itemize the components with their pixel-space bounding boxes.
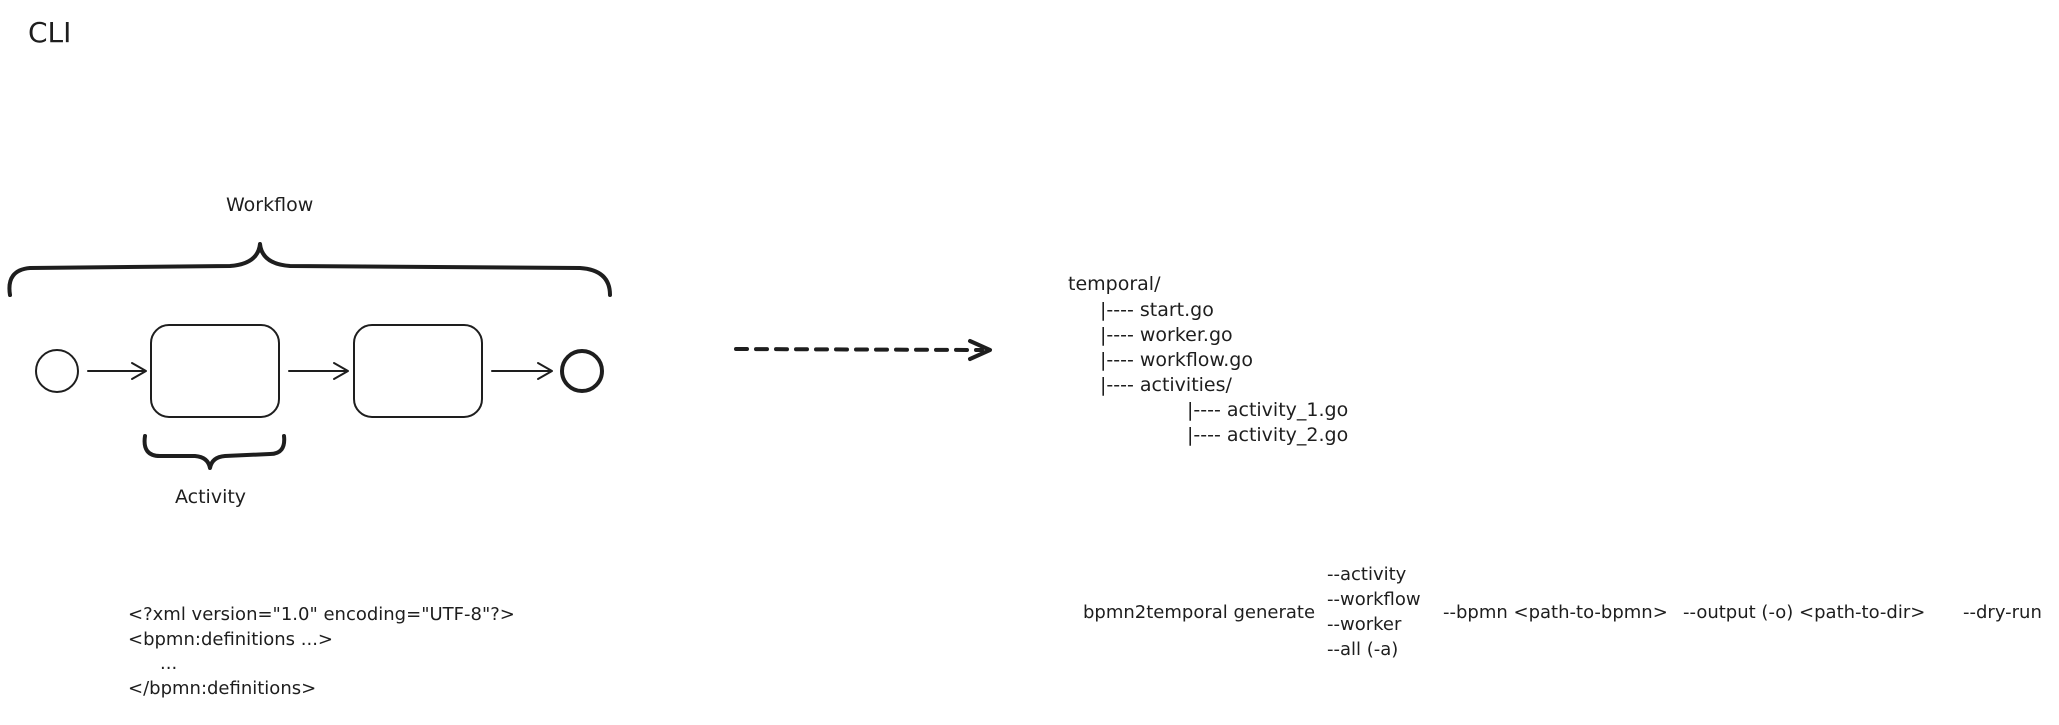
flow-arrowhead-1 (131, 362, 147, 380)
xml-line-open-definitions: <bpmn:definitions ...> (128, 629, 333, 650)
xml-line-close-definitions: </bpmn:definitions> (128, 678, 316, 699)
start-event-circle (35, 349, 79, 393)
tree-item-activities: |---- activities/ (1100, 374, 1233, 396)
page-title: CLI (28, 16, 71, 49)
workflow-brace (7, 242, 612, 297)
transform-arrowhead (968, 339, 992, 361)
tree-item-start: |---- start.go (1100, 299, 1214, 321)
command-option-all: --all (-a) (1327, 639, 1398, 660)
tree-subitem-activity-1: |---- activity_1.go (1187, 399, 1348, 421)
command-option-activity: --activity (1327, 564, 1407, 585)
command-bpmn-arg: --bpmn <path-to-bpmn> (1443, 602, 1668, 623)
tree-item-workflow: |---- workflow.go (1100, 349, 1253, 371)
transform-dashed-arrow (734, 347, 984, 352)
activity-brace (142, 434, 287, 470)
activity-label: Activity (175, 486, 246, 508)
tree-subitem-activity-2: |---- activity_2.go (1187, 424, 1348, 446)
flow-arrowhead-2 (333, 362, 349, 380)
xml-line-declaration: <?xml version="1.0" encoding="UTF-8"?> (128, 604, 515, 625)
activity-task-box-2 (353, 324, 483, 418)
workflow-label: Workflow (226, 194, 313, 216)
xml-line-ellipsis: ... (160, 653, 177, 674)
activity-task-box-1 (150, 324, 280, 418)
command-option-workflow: --workflow (1327, 589, 1421, 610)
command-base: bpmn2temporal generate (1083, 602, 1315, 623)
end-event-circle (560, 349, 604, 393)
command-option-worker: --worker (1327, 614, 1402, 635)
tree-root: temporal/ (1068, 273, 1161, 295)
command-dry-run: --dry-run (1963, 602, 2042, 623)
command-output-arg: --output (-o) <path-to-dir> (1683, 602, 1925, 623)
flow-arrowhead-3 (537, 362, 553, 380)
tree-item-worker: |---- worker.go (1100, 324, 1233, 346)
